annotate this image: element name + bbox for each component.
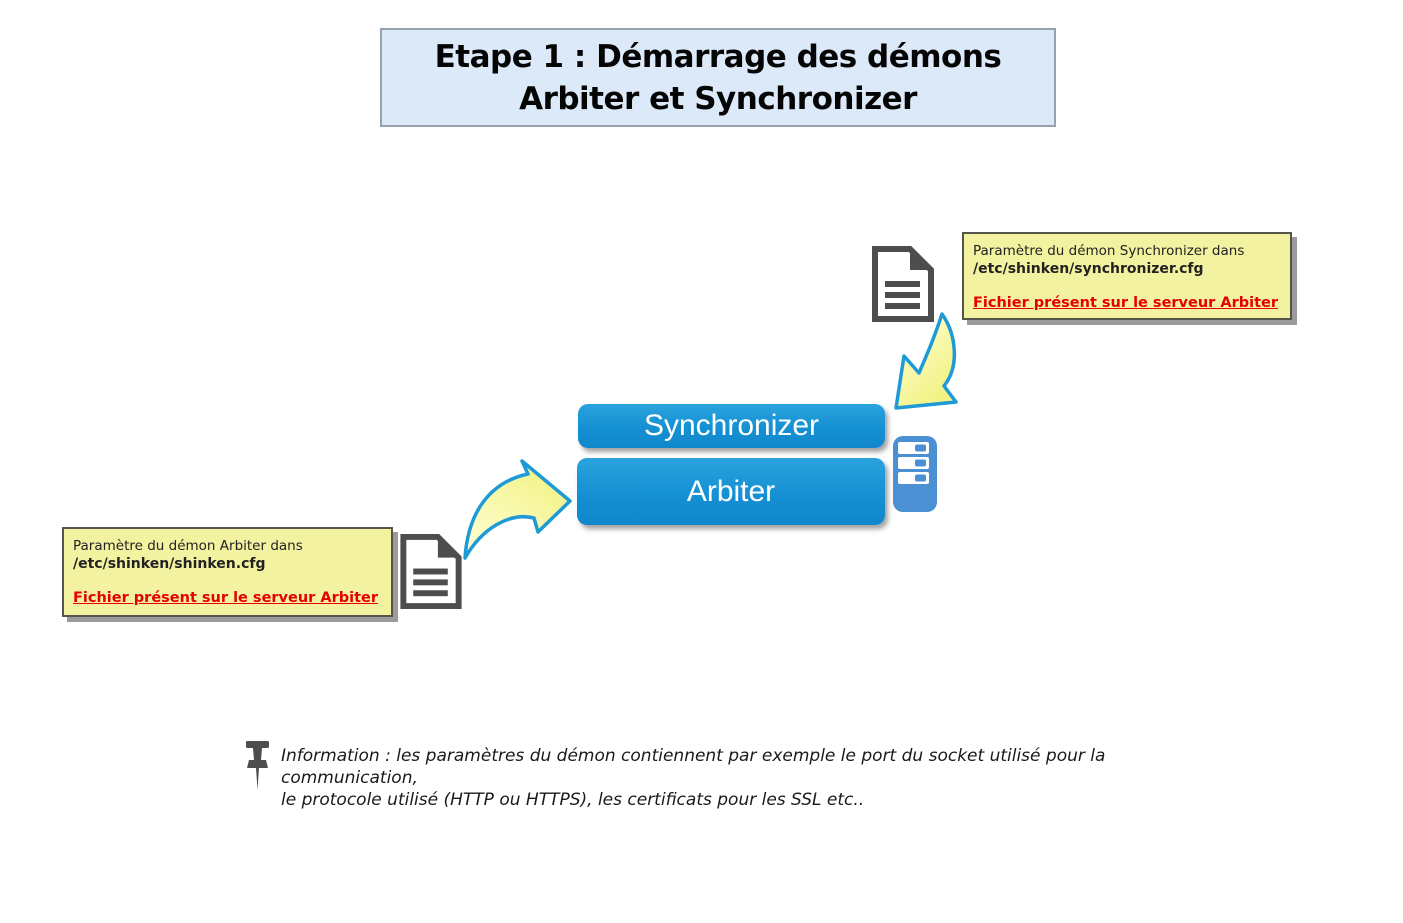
information-line2: le protocole utilisé (HTTP ou HTTPS), le… — [281, 790, 865, 810]
synchronizer-daemon-box: Synchronizer — [578, 404, 885, 448]
note-synchronizer-text: Paramètre du démon Synchronizer dans — [973, 243, 1245, 259]
document-icon-arbiter — [400, 533, 462, 610]
server-icon — [893, 436, 937, 512]
pushpin-icon — [246, 741, 269, 790]
note-arbiter: Paramètre du démon Arbiter dans /etc/shi… — [62, 527, 393, 617]
synchronizer-daemon-label: Synchronizer — [643, 409, 820, 442]
note-arbiter-link[interactable]: Fichier présent sur le serveur Arbiter — [73, 590, 378, 606]
arbiter-daemon-box: Arbiter — [577, 458, 885, 525]
title-box: Etape 1 : Démarrage des démons Arbiter e… — [380, 28, 1056, 127]
note-synchronizer-path: /etc/shinken/synchronizer.cfg — [973, 261, 1204, 277]
arbiter-daemon-label: Arbiter — [686, 474, 776, 508]
note-arbiter-path: /etc/shinken/shinken.cfg — [73, 556, 266, 572]
note-synchronizer-link[interactable]: Fichier présent sur le serveur Arbiter — [973, 295, 1278, 311]
information-note: Information : les paramètres du démon co… — [281, 745, 1211, 811]
title-line1: Etape 1 : Démarrage des démons — [434, 39, 1002, 75]
information-line1: Information : les paramètres du démon co… — [281, 746, 1106, 788]
note-synchronizer: Paramètre du démon Synchronizer dans /et… — [962, 232, 1292, 320]
title-line2: Arbiter et Synchronizer — [519, 81, 917, 117]
document-icon-synchronizer — [872, 246, 934, 322]
curved-arrow-synchronizer — [894, 312, 958, 410]
note-arbiter-text: Paramètre du démon Arbiter dans — [73, 538, 303, 554]
curved-arrow-arbiter — [463, 459, 572, 560]
